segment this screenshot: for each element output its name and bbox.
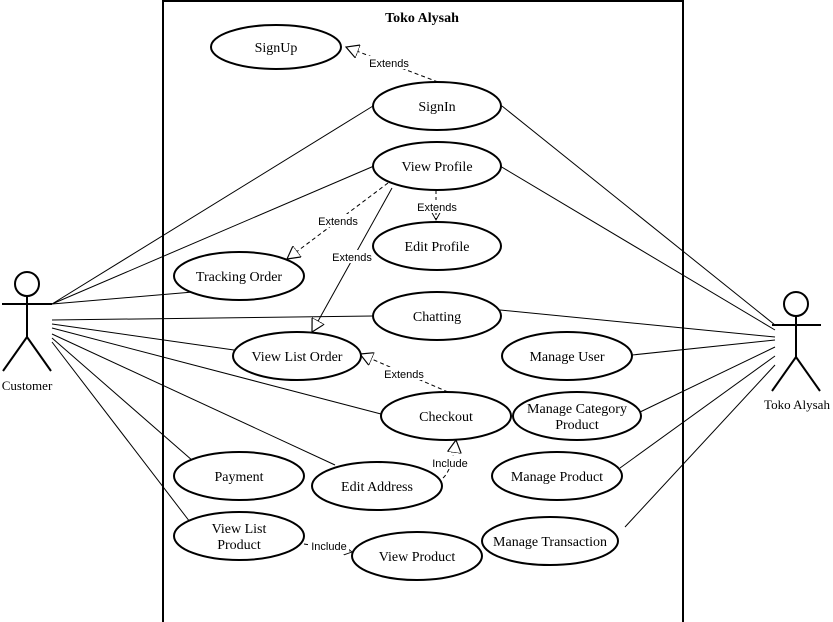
use-case-label: Product <box>217 538 261 553</box>
use-case-checkout[interactable]: Checkout <box>380 391 512 441</box>
include-label: Include <box>311 541 346 553</box>
use-case-label: Edit Profile <box>405 240 470 255</box>
system-boundary <box>162 0 684 622</box>
use-case-tracking-order[interactable]: Tracking Order <box>173 251 305 301</box>
use-case-label: View List <box>212 522 267 537</box>
admin-associations <box>499 105 776 528</box>
use-case-label: SignUp <box>255 41 298 56</box>
use-case-label: View Profile <box>401 160 472 175</box>
extends-label: Extends <box>417 202 457 214</box>
extends-label: Extends <box>369 58 409 70</box>
use-case-manage-user[interactable]: Manage User <box>501 331 633 381</box>
extends-viewprofile-viewlistorder: Extends <box>312 187 393 332</box>
use-case-label: Manage Transaction <box>493 535 607 550</box>
use-case-view-list-order[interactable]: View List Order <box>232 331 362 381</box>
include-editaddress-checkout: Include <box>429 440 469 479</box>
use-case-label: Edit Address <box>341 480 413 495</box>
use-case-view-profile[interactable]: View Profile <box>372 141 502 191</box>
use-case-label: Manage Product <box>511 470 603 485</box>
stick-figure-icon <box>2 271 52 372</box>
actor-toko-alysah[interactable]: Toko Alysah <box>764 291 830 412</box>
use-case-manage-product[interactable]: Manage Product <box>491 451 623 501</box>
use-case-label: Manage Category <box>527 402 627 417</box>
extends-viewprofile-tracking: Extends <box>287 182 389 259</box>
use-case-label: Manage User <box>529 350 604 365</box>
use-case-label: Product <box>555 418 599 433</box>
use-case-manage-transaction[interactable]: Manage Transaction <box>481 516 619 566</box>
use-case-label: Payment <box>215 470 264 485</box>
actor-customer-label: Customer <box>2 378 53 393</box>
include-label: Include <box>432 458 467 470</box>
system-title: Toko Alysah <box>385 11 459 26</box>
extends-label: Extends <box>318 216 358 228</box>
use-case-label: View Product <box>379 550 456 565</box>
use-case-edit-address[interactable]: Edit Address <box>311 461 443 511</box>
use-case-view-list-product[interactable]: View List Product <box>173 511 305 561</box>
use-case-chatting[interactable]: Chatting <box>372 291 502 341</box>
use-case-label: Tracking Order <box>196 270 283 285</box>
customer-associations <box>51 105 382 523</box>
extends-label: Extends <box>332 252 372 264</box>
extends-signin-signup: Extends <box>346 47 439 83</box>
actor-customer[interactable]: Customer <box>2 271 53 393</box>
use-case-edit-profile[interactable]: Edit Profile <box>372 221 502 271</box>
actor-toko-alysah-label: Toko Alysah <box>764 397 830 412</box>
stick-figure-icon <box>771 291 821 392</box>
use-case-signup[interactable]: SignUp <box>210 24 342 70</box>
use-case-view-product[interactable]: View Product <box>351 531 483 581</box>
use-case-manage-category-product[interactable]: Manage Category Product <box>512 391 642 441</box>
extends-viewprofile-editprofile: Extends <box>414 190 460 220</box>
use-case-signin[interactable]: SignIn <box>372 81 502 131</box>
use-case-label: Checkout <box>419 410 473 425</box>
use-case-label: Chatting <box>413 310 461 325</box>
use-case-label: View List Order <box>252 350 343 365</box>
extends-checkout-viewlistorder: Extends <box>360 354 449 393</box>
use-case-label: SignIn <box>418 100 455 115</box>
use-case-payment[interactable]: Payment <box>173 451 305 501</box>
include-viewlistproduct-viewproduct: Include <box>303 539 352 553</box>
extends-label: Extends <box>384 369 424 381</box>
